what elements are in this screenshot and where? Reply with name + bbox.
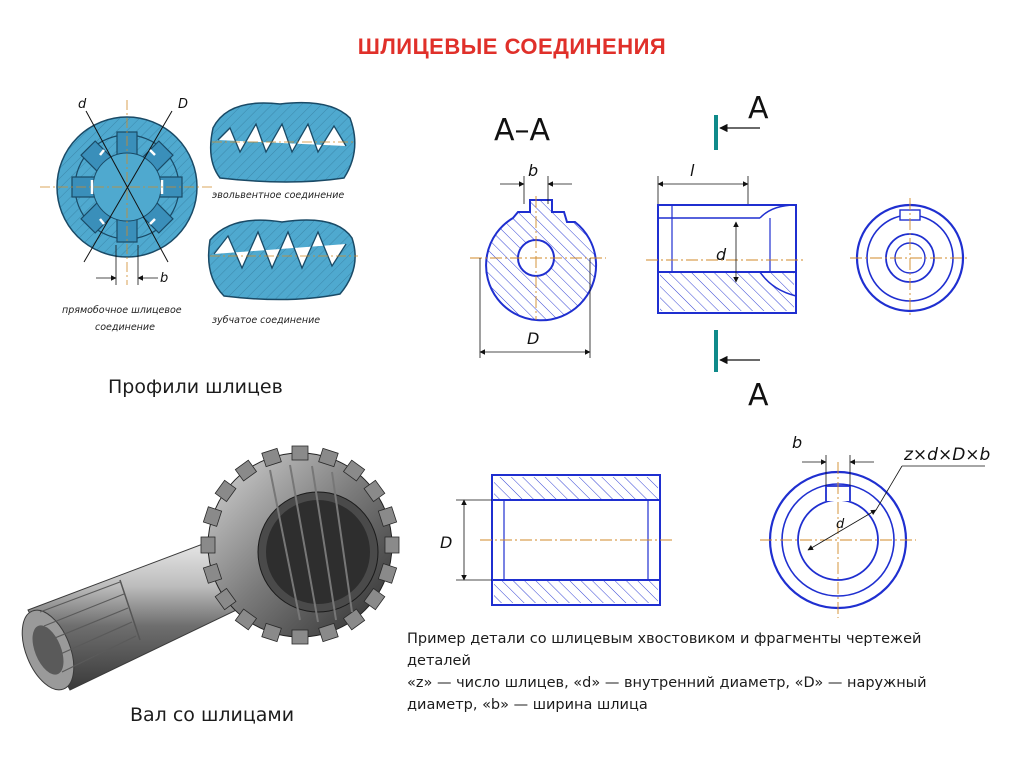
top-dim-d: d: [716, 245, 727, 264]
hub-longitudinal-view: [646, 204, 806, 314]
serrated-spline-profile: [207, 219, 358, 301]
description-line-2: деталей: [407, 653, 471, 669]
bottom-dim-d: d: [836, 517, 845, 532]
straight-spline-label: прямобочное шлицевое: [62, 305, 182, 316]
profile-dim-d: d: [78, 97, 87, 112]
spline-designation: z×d×D×b: [903, 445, 990, 465]
top-dim-D: D: [527, 329, 539, 348]
bottom-dim-D: D: [440, 533, 452, 552]
bushing-longitudinal-view: [480, 474, 672, 606]
involute-spline-label: эвольвентное соединение: [212, 190, 344, 201]
top-dim-b: b: [528, 161, 538, 180]
page-title: ШЛИЦЕВЫЕ СОЕДИНЕНИЯ: [357, 34, 667, 59]
top-dim-l: l: [690, 161, 695, 180]
description-line-1: Пример детали со шлицевым хвостовиком и …: [407, 631, 922, 647]
cut-label-top: А: [748, 91, 769, 126]
section-label: А–А: [494, 113, 551, 148]
involute-spline-profile: [209, 101, 356, 183]
straight-spline-label-2: соединение: [95, 322, 155, 333]
description-line-4: диаметр, «b» — ширина шлица: [407, 697, 648, 713]
splined-shaft-image: [21, 445, 400, 691]
serrated-spline-label: зубчатое соединение: [212, 315, 320, 326]
profiles-caption: Профили шлицев: [108, 376, 283, 398]
profile-dim-D: D: [178, 97, 188, 112]
hub-end-view: [850, 198, 970, 318]
bottom-dim-b: b: [792, 433, 802, 452]
cut-label-bottom: А: [748, 378, 769, 413]
straight-spline-profile: [40, 100, 212, 285]
profile-dim-b: b: [160, 271, 168, 286]
shaft-caption: Вал со шлицами: [130, 704, 295, 726]
description-line-3: «z» — число шлицев, «d» — внутренний диа…: [407, 675, 927, 691]
description-text: Пример детали со шлицевым хвостовиком и …: [407, 628, 1007, 716]
bushing-end-view: [760, 462, 916, 618]
section-a-a-view: [470, 196, 606, 322]
